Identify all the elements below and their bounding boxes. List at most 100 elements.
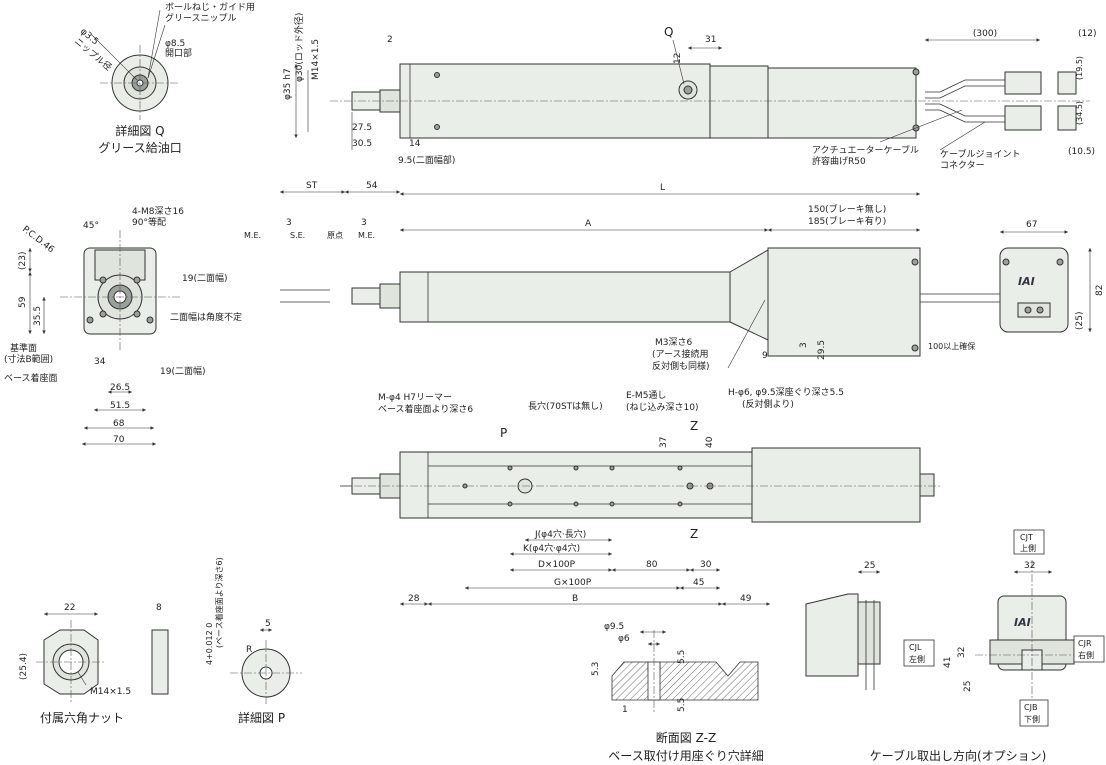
cd-41: 41: [943, 657, 953, 668]
m3-1: M3深さ6: [655, 337, 692, 348]
bottom-view: M-φ4 H7リーマー ベース着座面より深さ6 長穴(70STは無し) E-M5…: [340, 386, 940, 606]
cjb-2: 下側: [1024, 714, 1040, 724]
flat-width: 9.5(二面幅部): [398, 154, 455, 166]
cjl-1: CJL: [909, 643, 922, 652]
dim-28: 28: [408, 594, 420, 604]
p-marker: P: [500, 426, 507, 440]
side-view: ST 54 L M.E. 3 S.E. 原点 3 M.E. A 150(ブレーキ…: [244, 181, 1000, 372]
dim-70: 70: [113, 435, 125, 445]
cjl-2: 左側: [909, 654, 925, 664]
sec-5-5b: 5.5: [677, 698, 687, 712]
flat-note: 二面幅は角度不定: [170, 311, 242, 323]
dim-12p: (12): [1078, 29, 1096, 39]
brake-1: 150(ブレーキ無し): [808, 203, 886, 215]
dim-26-5: 26.5: [110, 383, 130, 393]
cjt-1: CJT: [1020, 533, 1033, 542]
rod-thread: M14×1.5: [311, 39, 321, 80]
dim-29-5: 29.5: [817, 340, 827, 360]
dim-49: 49: [740, 594, 752, 604]
dim-67: 67: [1026, 220, 1037, 230]
front-view: P.C.D.46 45° 4-M8深さ16 90°等配 (23) 59 35.5…: [4, 206, 242, 446]
slot-note: 長穴(70STは無し): [528, 400, 603, 412]
dim-68: 68: [113, 419, 125, 429]
q-note-1: ボールねじ・ガイド用: [165, 2, 255, 13]
sec-6: φ6: [618, 634, 630, 644]
dim-3b: 3: [361, 218, 367, 228]
dim-19a: 19(二面幅): [182, 272, 227, 284]
h-hole-2: (反対側より): [742, 398, 794, 410]
dim-51-5: 51.5: [110, 401, 130, 411]
dim-l: L: [660, 183, 665, 193]
q-marker: Q: [664, 25, 673, 39]
dim-27-5: 27.5: [352, 123, 372, 133]
hex-nut: 22 8 (25.4) M14×1.5 付属六角ナット: [19, 603, 169, 725]
dim-31: 31: [705, 35, 716, 45]
dim-3a: 3: [286, 218, 292, 228]
dim-80: 80: [646, 560, 658, 570]
detail-p: 5 4+0.012 0 (ベース着座面より深さ6) R 詳細図 P: [205, 557, 302, 725]
nut-8: 8: [156, 603, 162, 613]
m8-1: 4-M8深さ16: [132, 206, 184, 217]
dim-k: K(φ4穴·φ4穴): [523, 542, 580, 554]
cable-direction: 25 IAI CJT 上側 32 CJL 左側 41 32 CJR 右側 25 …: [805, 529, 1105, 763]
rod-dia: φ35 h7: [283, 68, 293, 100]
cjr-2: 右側: [1078, 650, 1094, 660]
q-title: 詳細図 Q: [115, 123, 164, 138]
sec-5-3: 5.3: [591, 662, 601, 676]
cjb-1: CJB: [1024, 703, 1037, 712]
section-title: 断面図 Z-Z: [656, 730, 716, 745]
dim-a: A: [585, 219, 592, 229]
pcd: P.C.D.46: [20, 224, 56, 255]
p-r: R: [246, 645, 252, 655]
dim-b: B: [572, 594, 578, 604]
dim-3c: 3: [799, 342, 809, 348]
dim-23: (23): [18, 252, 28, 270]
dim-37: 37: [659, 437, 669, 448]
m8-2: 90°等配: [132, 216, 166, 228]
top-view: φ35 h7 φ30(ロッド外径) M14×1.5 2 27.5 30.5 14…: [283, 13, 1096, 171]
nut-thread: M14×1.5: [90, 687, 131, 697]
dim-10-5: (10.5): [1068, 147, 1095, 157]
me-2: M.E.: [358, 231, 375, 240]
dim-54: 54: [366, 181, 378, 191]
m-hole-2: ベース着座面より深さ6: [378, 403, 473, 415]
dim-45: 45: [693, 578, 704, 588]
cd-25b: 25: [963, 681, 973, 692]
m-hole-1: M-φ4 H7リーマー: [378, 393, 452, 403]
end-view: IAI 67 82 (25): [999, 220, 1105, 333]
dim-gx: G×100P: [554, 578, 592, 588]
cd-32b: 32: [957, 647, 967, 658]
p-tol: 4+0.012 0: [205, 623, 214, 665]
m3-3: 反対側も同様): [652, 360, 710, 372]
dim-25: (25): [1075, 312, 1085, 330]
e-m5-2: (ねじ込み深さ10): [626, 402, 698, 413]
dim-19b: 19(二面幅): [160, 365, 205, 377]
cd-25: 25: [864, 561, 875, 571]
me-1: M.E.: [244, 231, 261, 240]
cd-32a: 32: [1024, 561, 1035, 571]
z-marker-top: Z: [690, 419, 698, 433]
dim-dx: D×100P: [538, 560, 576, 570]
cjr-1: CJR: [1078, 639, 1092, 648]
dim-34-5: (34.5): [1075, 101, 1084, 125]
cjt-2: 上側: [1020, 543, 1036, 553]
section-z: φ9.5 φ6 5.3 5.5 1 5.5 断面図 Z-Z ベース取付け用座ぐり…: [591, 622, 764, 763]
min-100: 100以上確保: [928, 341, 975, 351]
ref-face: 基準面: [10, 342, 37, 354]
dim-59: 59: [18, 296, 28, 308]
end-logo: IAI: [1018, 275, 1035, 288]
brake-2: 185(ブレーキ有り): [808, 215, 886, 227]
sec-1: 1: [622, 705, 628, 715]
dim-35-5: 35.5: [33, 306, 43, 326]
joint-note-1: ケーブルジョイント: [940, 148, 1020, 160]
q-note-2: グリースニップル: [165, 12, 237, 24]
cable-note-1: アクチュエーターケーブル: [812, 144, 919, 156]
z-marker-bottom: Z: [690, 527, 698, 541]
section-subtitle: ベース取付け用座ぐり穴詳細: [608, 748, 763, 763]
cable-len: (300): [973, 29, 997, 39]
origin: 原点: [327, 231, 343, 240]
dim-14: 14: [409, 139, 421, 149]
dim-2: 2: [387, 35, 393, 45]
nut-22: 22: [64, 603, 75, 613]
